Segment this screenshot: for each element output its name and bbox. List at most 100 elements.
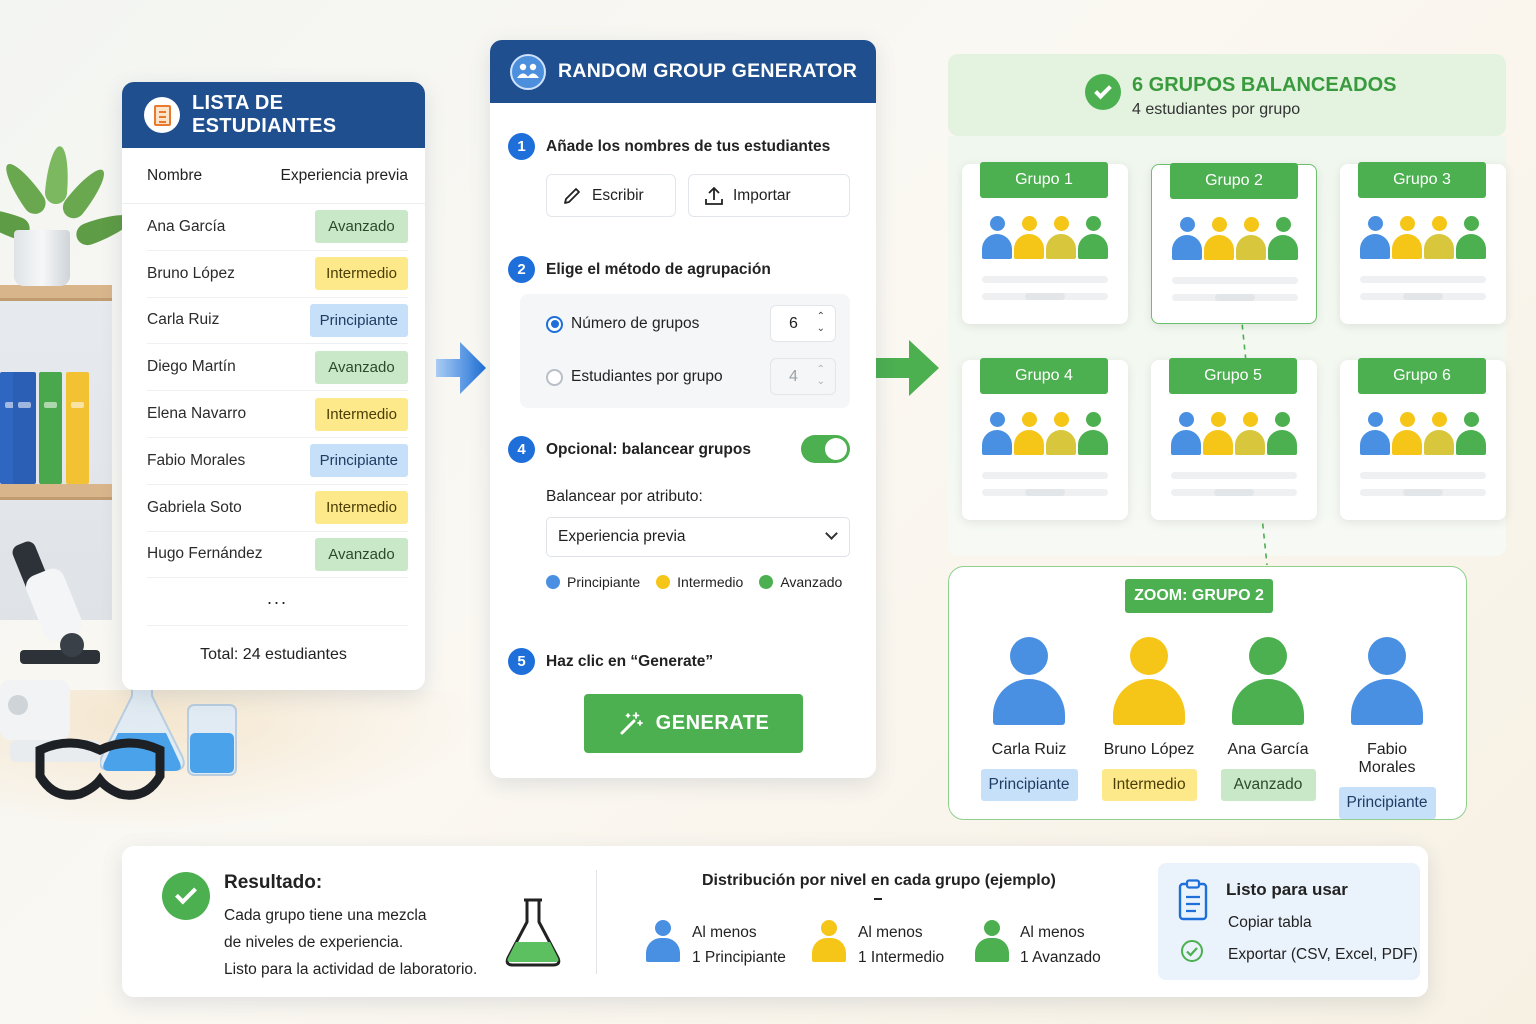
table-row[interactable]: Diego Martín Avanzado <box>147 344 408 392</box>
copy-table-link[interactable]: Copiar tabla <box>1228 914 1312 931</box>
legend-dot <box>546 575 560 589</box>
distribution-line: Al menos <box>1020 924 1085 941</box>
step-number: 4 <box>508 436 535 463</box>
level-badge: Avanzado <box>315 210 408 244</box>
balance-attribute-select[interactable]: Experiencia previa <box>546 517 850 557</box>
step-4: 4 Opcional: balancear grupos <box>508 436 751 463</box>
level-badge: Intermedio <box>315 257 408 291</box>
group-card[interactable]: Grupo 2 <box>1151 163 1317 324</box>
more-rows-indicator: ... <box>147 578 408 627</box>
plant-pot <box>14 230 70 286</box>
distribution-line: 1 Avanzado <box>1020 949 1101 966</box>
placeholder-bar <box>1360 293 1486 300</box>
shelf <box>0 285 112 301</box>
step-label: Opcional: balancear grupos <box>546 440 751 458</box>
distribution-line: Al menos <box>692 924 757 941</box>
person-icon <box>1232 637 1304 725</box>
radio-students-per-group[interactable]: Estudiantes por grupo <box>546 368 723 386</box>
member-name: Bruno López <box>1103 741 1195 758</box>
table-row[interactable]: Carla Ruiz Principiante <box>147 298 408 345</box>
student-name: Gabriela Soto <box>147 498 242 516</box>
person-icon <box>1046 216 1076 261</box>
person-icon <box>1360 216 1390 261</box>
placeholder-bar <box>982 293 1108 300</box>
person-icon <box>1267 412 1297 457</box>
arrow-right-icon <box>875 340 939 396</box>
radio-label: Número de grupos <box>571 315 700 332</box>
student-name: Carla Ruiz <box>147 311 220 329</box>
generator-title: RANDOM GROUP GENERATOR <box>558 60 858 82</box>
placeholder-bar <box>1360 276 1486 283</box>
legend-label: Principiante <box>567 574 641 590</box>
table-row[interactable]: Ana García Avanzado <box>147 204 408 251</box>
group-card[interactable]: Grupo 4 <box>962 358 1128 520</box>
result-line: Listo para la actividad de laboratorio. <box>224 961 478 978</box>
table-row[interactable]: Bruno López Intermedio <box>147 251 408 298</box>
level-badge: Intermedio <box>315 397 408 431</box>
stepper-arrows-icon[interactable]: ⌃⌄ <box>816 364 825 387</box>
student-name: Ana García <box>147 217 226 235</box>
magic-wand-icon <box>620 711 643 734</box>
balance-toggle[interactable] <box>801 435 850 463</box>
step-label: Elige el método de agrupación <box>546 260 771 278</box>
import-button[interactable]: Importar <box>688 174 850 217</box>
step-1: 1 Añade los nombres de tus estudiantes <box>508 133 830 160</box>
radio-button-selected[interactable] <box>546 315 563 333</box>
person-icon <box>993 637 1065 725</box>
group-card[interactable]: Grupo 3 <box>1340 162 1506 324</box>
radio-button[interactable] <box>546 368 563 386</box>
radio-number-of-groups[interactable]: Número de grupos <box>546 315 699 333</box>
level-badge: Principiante <box>1338 787 1436 819</box>
person-icon <box>1456 216 1486 261</box>
student-list-title: LISTA DE ESTUDIANTES <box>192 92 337 137</box>
zoom-title: ZOOM: GRUPO 2 <box>1125 579 1273 613</box>
step-2: 2 Elige el método de agrupación <box>508 256 771 283</box>
person-icon <box>975 920 1009 962</box>
group-card[interactable]: Grupo 6 <box>1340 358 1506 520</box>
table-row[interactable]: Elena Navarro Intermedio <box>147 391 408 438</box>
table-row[interactable]: Hugo Fernández Avanzado <box>147 532 408 579</box>
step-5: 5 Haz clic en “Generate” <box>508 648 713 675</box>
summary-card: Resultado: Cada grupo tiene una mezcla d… <box>122 846 1428 997</box>
table-row[interactable]: Fabio Morales Principiante <box>147 438 408 485</box>
goggles-icon <box>35 738 165 800</box>
person-icon <box>1268 217 1298 262</box>
upload-icon <box>705 186 723 205</box>
person-icon <box>1236 217 1266 262</box>
result-description: Cada grupo tiene una mezcla de niveles d… <box>224 902 477 983</box>
level-badge: Principiante <box>309 444 408 478</box>
person-icon <box>1014 216 1044 261</box>
student-name: Fabio Morales <box>147 451 246 469</box>
table-row[interactable]: Gabriela Soto Intermedio <box>147 485 408 532</box>
distribution-line: 1 Intermedio <box>858 949 945 966</box>
balance-attribute-label: Balancear por atributo: <box>546 488 703 505</box>
person-icon <box>1203 412 1233 457</box>
person-icon <box>1046 412 1076 457</box>
group-card[interactable]: Grupo 1 <box>962 162 1128 324</box>
stepper-arrows-icon[interactable]: ⌃⌄ <box>816 311 825 334</box>
export-link[interactable]: Exportar (CSV, Excel, PDF) <box>1228 946 1418 963</box>
write-button[interactable]: Escribir <box>546 174 676 217</box>
step-number: 2 <box>508 256 535 283</box>
group-card[interactable]: Grupo 5 <box>1151 358 1317 520</box>
placeholder-bar <box>982 489 1108 496</box>
group-members <box>1171 412 1297 457</box>
group-members <box>1360 216 1486 261</box>
table-header: Nombre Experiencia previa <box>122 148 425 204</box>
import-label: Importar <box>733 186 791 204</box>
generate-label: GENERATE <box>655 712 770 734</box>
students-per-group-stepper[interactable]: 4 ⌃⌄ <box>770 358 836 395</box>
check-icon <box>1181 940 1203 962</box>
binder-icon <box>66 372 89 484</box>
generator-header: RANDOM GROUP GENERATOR <box>490 40 876 103</box>
level-badge: Avanzado <box>1220 769 1316 801</box>
result-line: Cada grupo tiene una mezcla <box>224 907 427 924</box>
generate-button[interactable]: GENERATE <box>584 694 803 753</box>
groups-count-stepper[interactable]: 6 ⌃⌄ <box>770 305 836 342</box>
pencil-icon <box>564 187 580 204</box>
student-name: Bruno López <box>147 264 235 282</box>
ready-title: Listo para usar <box>1226 880 1348 899</box>
placeholder-bar <box>982 472 1108 479</box>
distribution-item: Al menos 1 Principiante <box>646 920 786 970</box>
member-name: Fabio Morales <box>1358 741 1416 776</box>
